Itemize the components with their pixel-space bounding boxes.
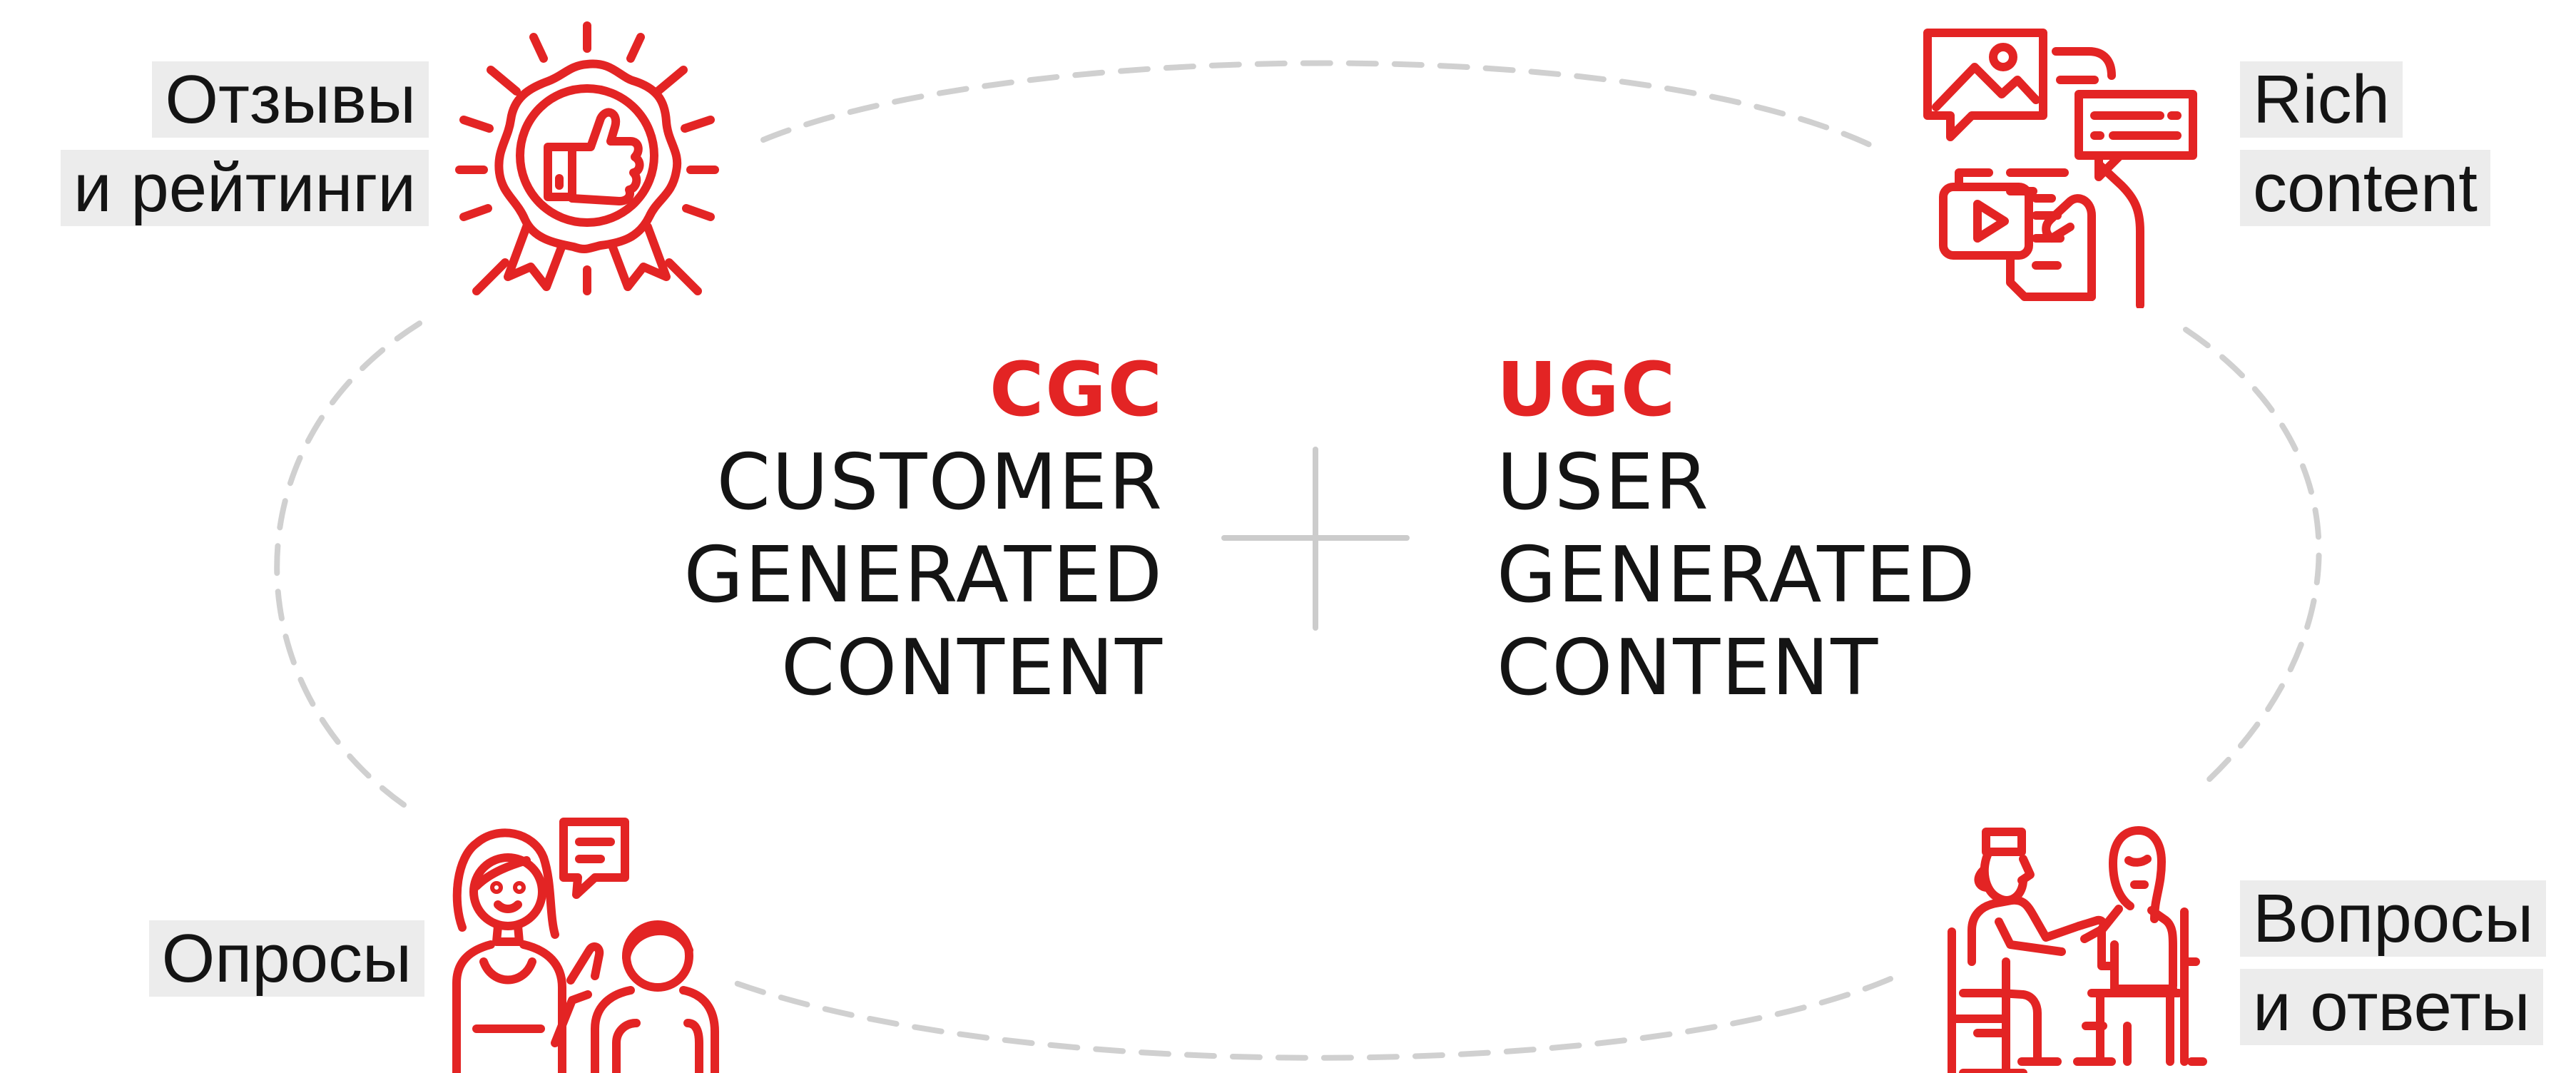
- cgc-full-line: GENERATED: [683, 531, 1164, 620]
- label-line: Rich: [2240, 61, 2403, 138]
- label-line: и ответы: [2240, 969, 2543, 1045]
- award-thumbs-up-icon: [455, 21, 719, 295]
- rich-media-content-icon: [1923, 29, 2197, 308]
- ugc-full-line: USER: [1497, 438, 1710, 527]
- cgc-block: CGC CUSTOMER GENERATED CONTENT: [684, 342, 1164, 715]
- label-bottom-left: Опросы: [148, 915, 424, 1003]
- question-answer-interview-icon: [1948, 826, 2207, 1073]
- ugc-block: UGC USER GENERATED CONTENT: [1497, 342, 1977, 715]
- cgc-full-line: CONTENT: [780, 624, 1164, 713]
- burst-rays: [455, 21, 719, 295]
- ugc-full-line: CONTENT: [1497, 624, 1880, 713]
- label-line: и рейтинги: [61, 150, 429, 226]
- label-line: Вопросы: [2240, 880, 2547, 957]
- cgc-abbreviation: CGC: [989, 346, 1164, 433]
- survey-people-chat-icon: [452, 818, 719, 1073]
- center-plus-divider: [1221, 447, 1410, 631]
- label-bottom-right: Вопросы и ответы: [2240, 875, 2547, 1052]
- label-top-left: Отзывы и рейтинги: [61, 56, 429, 233]
- label-line: Отзывы: [152, 61, 429, 138]
- ugc-abbreviation: UGC: [1497, 346, 1677, 433]
- label-line: content: [2240, 150, 2490, 226]
- label-top-right: Rich content: [2240, 56, 2490, 233]
- dashed-ellipse: [274, 60, 2322, 1061]
- ugc-full-line: GENERATED: [1497, 531, 1977, 620]
- cgc-full-line: CUSTOMER: [716, 438, 1164, 527]
- label-line: Опросы: [148, 920, 424, 997]
